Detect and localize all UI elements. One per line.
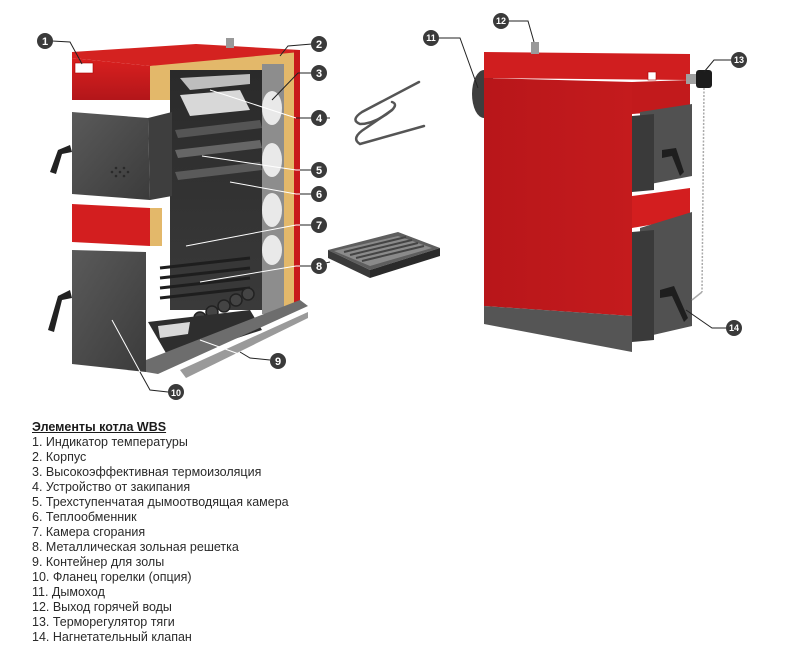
legend-item: 5. Трехступенчатая дымоотводящая камера [32, 495, 289, 509]
legend-item: 3. Высокоэффективная термоизоляция [32, 465, 262, 479]
temperature-indicator-icon [74, 62, 94, 74]
svg-text:7: 7 [316, 220, 322, 232]
legend-item: 9. Контейнер для золы [32, 555, 165, 569]
regulator-chain [701, 87, 705, 293]
legend-item: 1. Индикатор температуры [32, 435, 188, 449]
svg-text:2: 2 [316, 39, 322, 51]
anti-boiling-device [354, 80, 426, 146]
door-vent-icon [110, 166, 130, 178]
svg-text:8: 8 [316, 261, 322, 273]
svg-text:5: 5 [316, 165, 322, 177]
legend-item: 2. Корпус [32, 450, 87, 464]
svg-text:4: 4 [316, 113, 323, 125]
callout-4: 4 [311, 110, 327, 126]
legend-item: 8. Металлическая зольная решетка [32, 540, 239, 554]
callout-8: 8 [311, 258, 327, 274]
callout-14: 14 [726, 320, 742, 336]
callout-1: 1 [37, 33, 53, 49]
ash-grate [328, 232, 440, 278]
svg-text:13: 13 [734, 55, 744, 65]
door-handle-icon [50, 145, 72, 174]
svg-text:1: 1 [42, 36, 48, 48]
exterior-boiler [472, 42, 712, 352]
draft-regulator [696, 70, 712, 88]
callout-2: 2 [311, 36, 327, 52]
hot-water-outlet [531, 42, 539, 54]
callout-5: 5 [311, 162, 327, 178]
svg-text:6: 6 [316, 189, 322, 201]
boiler-diagram: 1 2 3 4 5 6 7 8 9 10 11 12 13 14 [37, 13, 747, 400]
legend-item: 12. Выход горячей воды [32, 600, 172, 614]
svg-text:14: 14 [729, 323, 739, 333]
legend-item: 11. Дымоход [32, 585, 105, 599]
callout-10: 10 [168, 384, 184, 400]
svg-text:12: 12 [496, 16, 506, 26]
legend-title: Элементы котла WBS [32, 420, 167, 434]
callout-11: 11 [423, 30, 439, 46]
cutaway-boiler [48, 38, 308, 378]
callout-3: 3 [311, 65, 327, 81]
callout-12: 12 [493, 13, 509, 29]
svg-text:9: 9 [275, 356, 281, 368]
callout-leaders [51, 20, 734, 393]
door-handle-icon [660, 286, 688, 322]
legend-item: 7. Камера сгорания [32, 525, 146, 539]
svg-text:11: 11 [426, 33, 436, 43]
legend-item: 4. Устройство от закипания [32, 480, 191, 494]
legend-item: 6. Теплообменник [32, 510, 137, 524]
legend-item: 14. Нагнетательный клапан [32, 630, 192, 644]
legend-item: 10. Фланец горелки (опция) [32, 570, 192, 584]
svg-text:3: 3 [316, 68, 322, 80]
door-handle-icon [662, 148, 684, 176]
logo-badge-icon [647, 71, 657, 81]
callout-13: 13 [731, 52, 747, 68]
callout-7: 7 [311, 217, 327, 233]
components-legend: Элементы котла WBS 1. Индикатор температ… [32, 420, 289, 645]
door-handle-icon [48, 290, 72, 332]
legend-item: 13. Терморегулятор тяги [32, 615, 175, 629]
callout-9: 9 [270, 353, 286, 369]
callout-6: 6 [311, 186, 327, 202]
svg-text:10: 10 [171, 388, 181, 398]
